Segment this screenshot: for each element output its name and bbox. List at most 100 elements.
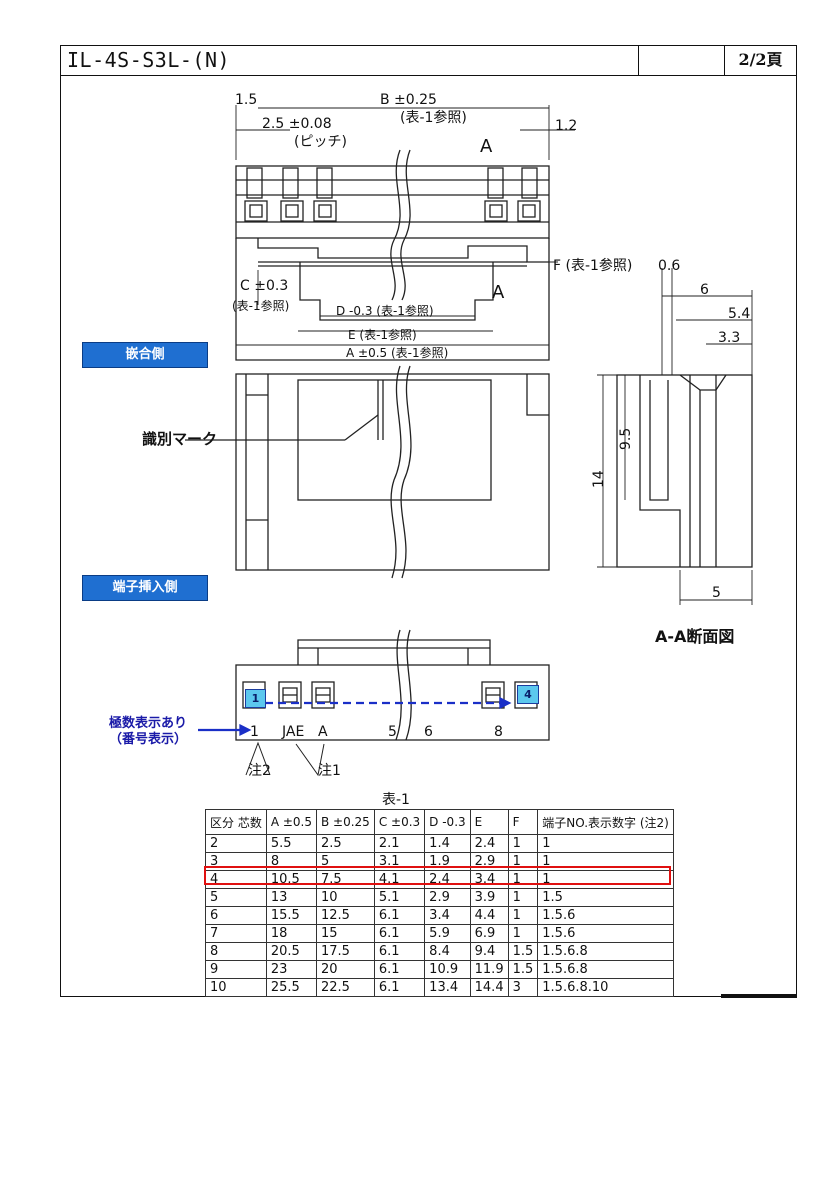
table-cell: 5.5 [265,834,318,853]
table-header: C ±0.3 [373,809,426,835]
code-8: 8 [494,724,503,740]
part-number-title: IL-4S-S3L-(N) [67,48,231,72]
top-view [235,105,575,361]
table-cell: 4.4 [469,906,509,925]
table-cell: 6 [205,906,267,925]
table-cell: 2 [205,834,267,853]
section-mark-bottom: A [492,282,505,303]
table-cell: 22.5 [316,978,375,997]
side-view [185,365,550,579]
table-cell: 10.9 [424,960,471,979]
dim-b: B ±0.25 [380,92,437,108]
dim-e: E (表-1参照) [348,327,417,342]
identification-mark-label: 識別マーク [142,430,217,448]
table-header: A ±0.5 [265,809,318,835]
table-header: D -0.3 [424,809,471,835]
dim-0-6: 0.6 [658,258,680,274]
table-cell: 9.4 [469,942,509,961]
table-header: B ±0.25 [316,809,375,835]
table-cell: 20 [316,960,375,979]
table-cell: 3.9 [469,888,509,907]
table-cell: 6.9 [469,924,509,943]
table-header-row: 区分 芯数 A ±0.5 B ±0.25 C ±0.3 D -0.3 E F 端… [205,809,674,835]
table-cell: 12.5 [316,906,375,925]
code-jae: JAE [281,724,304,740]
dim-pitch-note: (ピッチ) [294,134,347,150]
dim-pitch: 2.5 ±0.08 [262,116,332,132]
table-cell: 2.5 [316,834,375,853]
table-cell: 2.1 [373,834,426,853]
note-2: 注2 [248,763,271,779]
dim-c: C ±0.3 [240,278,288,294]
section-title: A-A断面図 [655,627,734,646]
table-cell: 6.1 [373,978,426,997]
table-header: 端子NO.表示数字 (注2) [537,809,674,835]
table-cell: 6.1 [373,906,426,925]
pin-number-first: 1 [245,689,266,708]
pole-indication-note: 極数表示あり （番号表示） [98,716,198,748]
dim-5-4: 5.4 [728,306,750,322]
table-cell: 10 [316,888,375,907]
table-cell: 1 [537,834,674,853]
table-cell: 5.1 [373,888,426,907]
dim-1-2: 1.2 [555,118,577,134]
table-cell: 1 [507,888,539,907]
dim-c-note: (表-1参照) [232,298,289,313]
table-cell: 18 [265,924,318,943]
section-mark-top: A [480,136,493,157]
pole-indication-line2: （番号表示） [108,732,187,747]
title-block: IL-4S-S3L-(N) 2/2頁 [60,45,797,76]
table-cell: 7 [205,924,267,943]
pin-number-last: 4 [517,685,539,704]
table-cell: 1.5 [537,888,674,907]
table-cell: 20.5 [265,942,318,961]
table-cell: 1.5.6.8 [537,942,674,961]
dim-d: D -0.3 (表-1参照) [336,303,434,318]
dim-5: 5 [712,585,721,601]
highlighted-row-box [204,866,671,885]
table-cell: 1.5 [507,942,539,961]
dim-3-3: 3.3 [718,330,740,346]
table-cell: 6.1 [373,960,426,979]
table-cell: 11.9 [469,960,509,979]
terminal-insertion-side-label: 端子挿入側 [82,575,208,601]
table-cell: 6.1 [373,924,426,943]
code-5: 5 [388,724,397,740]
table-cell: 3.4 [424,906,471,925]
note-1: 注1 [318,763,341,779]
mating-side-label: 嵌合側 [82,342,208,368]
table-cell: 1 [507,924,539,943]
dim-6: 6 [700,282,709,298]
pin-window-icon [244,200,541,222]
table-cell: 23 [265,960,318,979]
table-cell: 5.9 [424,924,471,943]
table-cell: 1.5 [507,960,539,979]
table-cell: 1 [507,834,539,853]
table-cell: 1.5.6 [537,906,674,925]
dimension-table: 区分 芯数 A ±0.5 B ±0.25 C ±0.3 D -0.3 E F 端… [205,809,674,997]
pole-indication-line1: 極数表示あり [108,716,187,731]
dim-a: A ±0.5 (表-1参照) [346,345,448,360]
table-cell: 1.4 [424,834,471,853]
dim-f: F (表-1参照) [553,257,632,274]
dim-9-5: 9.5 [618,428,634,450]
table-cell: 13.4 [424,978,471,997]
table-cell: 1.5.6.8 [537,960,674,979]
table-cell: 1 [507,906,539,925]
table-cell: 25.5 [265,978,318,997]
table-header: F [507,809,539,835]
table-cell: 17.5 [316,942,375,961]
table-cell: 6.1 [373,942,426,961]
table-cell: 8.4 [424,942,471,961]
dim-14: 14 [591,470,607,488]
dim-b-note: (表-1参照) [400,109,467,126]
table-header: 区分 芯数 [205,809,267,835]
code-1: 1 [250,724,259,740]
code-a: A [318,724,328,740]
